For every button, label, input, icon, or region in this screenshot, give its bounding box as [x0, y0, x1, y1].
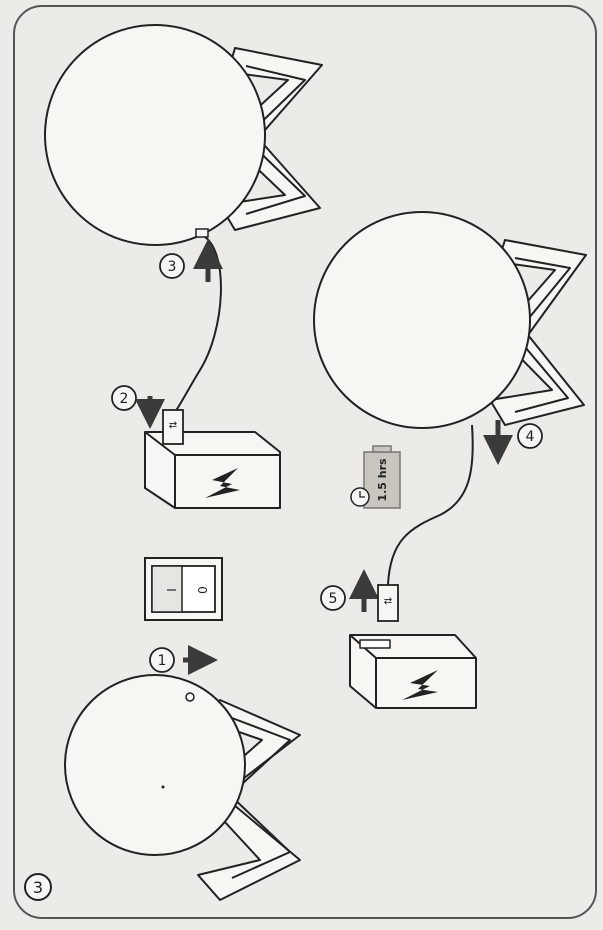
- switch-off-label: 0: [196, 586, 210, 594]
- lamp-off-port: [186, 693, 194, 701]
- usb-plug-1: ⇄: [163, 410, 183, 444]
- lamp-charging-globe: [45, 25, 265, 245]
- power-switch: I 0: [145, 558, 222, 620]
- switch-on-label: I: [165, 588, 179, 592]
- charger-adapter-2: [350, 635, 476, 708]
- cable-plug-1: [196, 229, 208, 237]
- step-4-number: 4: [526, 429, 535, 445]
- section-badge: 3: [25, 874, 51, 900]
- lamp-charged-globe: [314, 212, 530, 428]
- step-1-number: 1: [158, 653, 167, 669]
- lamp-off-dot: [162, 786, 165, 789]
- step-2-number: 2: [120, 391, 129, 407]
- charge-time-label: 1.5 hrs: [376, 458, 389, 502]
- usb-port: [360, 640, 390, 648]
- step-3-number: 3: [168, 259, 177, 275]
- usb-plug-2: ⇄: [378, 585, 398, 621]
- usb-icon: ⇄: [384, 596, 392, 607]
- clock-icon: [351, 488, 369, 506]
- section-number: 3: [33, 878, 43, 897]
- step-5-number: 5: [329, 591, 338, 607]
- usb-icon: ⇄: [169, 420, 177, 431]
- lamp-off-globe: [65, 675, 245, 855]
